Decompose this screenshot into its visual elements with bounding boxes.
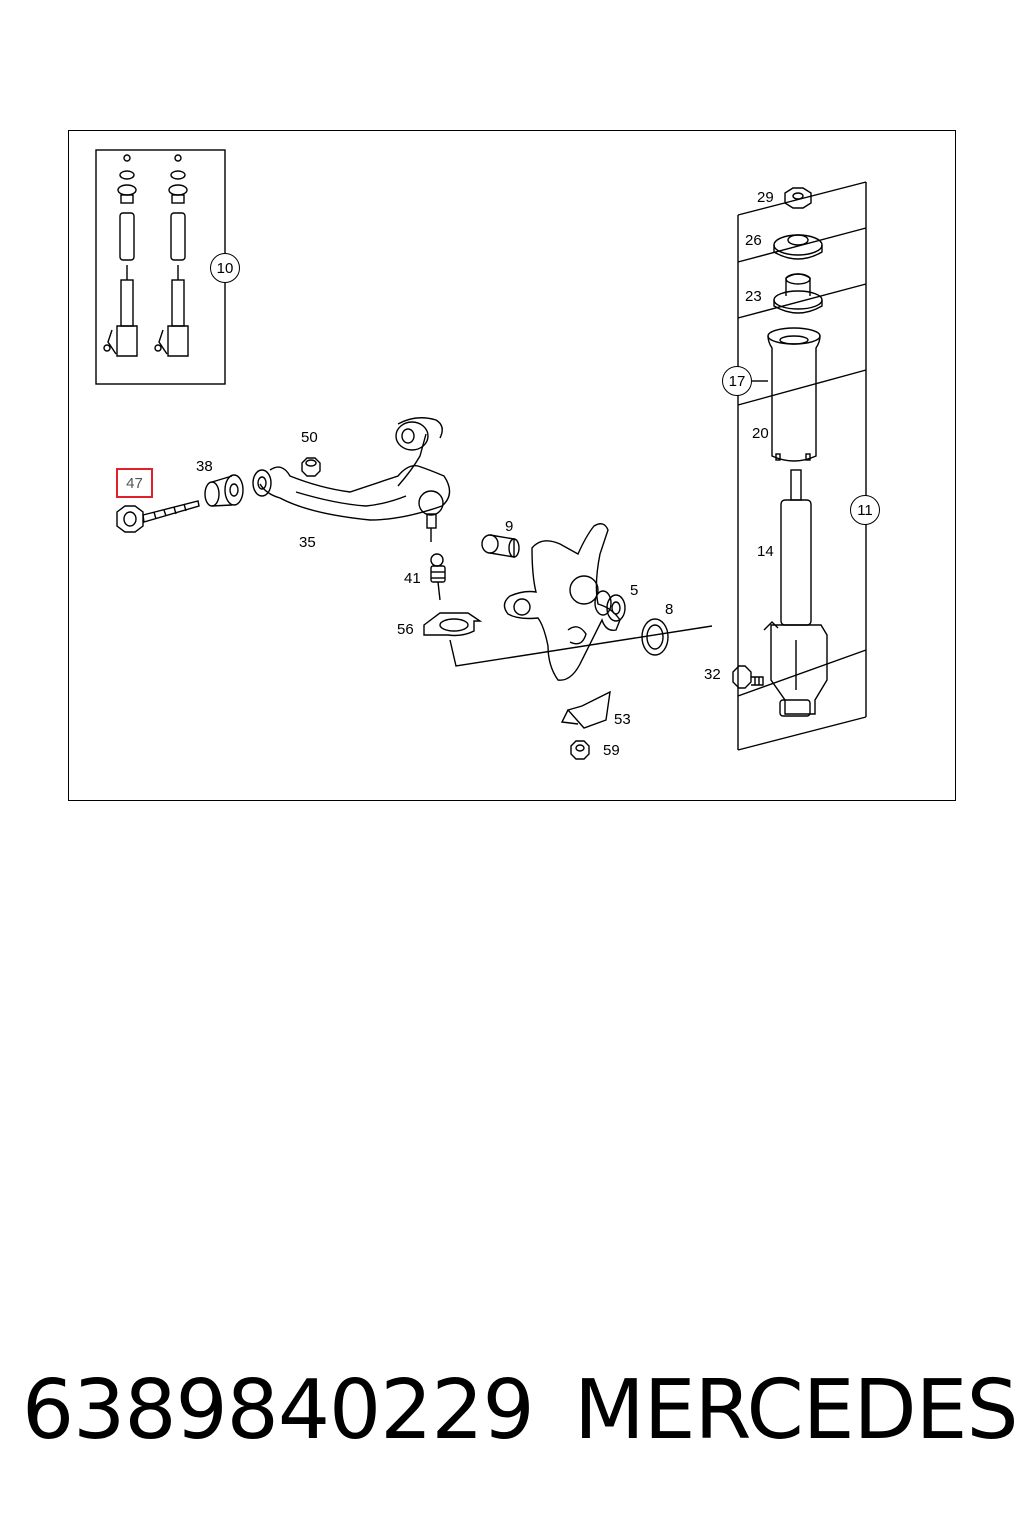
- bolt-32: [732, 665, 764, 689]
- callout-59: 59: [603, 742, 620, 759]
- shock-absorber-14: [763, 469, 828, 717]
- part-number: 6389840229: [22, 1363, 535, 1458]
- diagram-frame: [68, 130, 956, 801]
- callout-32: 32: [704, 666, 721, 683]
- seal-8: [641, 618, 669, 656]
- callout-26: 26: [745, 232, 762, 249]
- bushing-38: [204, 474, 244, 507]
- callout-14: 14: [757, 543, 774, 560]
- callout-38: 38: [196, 458, 213, 475]
- control-arm-35: [252, 417, 451, 542]
- callout-9: 9: [505, 518, 514, 535]
- callout-50: 50: [301, 429, 318, 446]
- nut-29: [784, 187, 812, 209]
- mount-26: [773, 234, 823, 260]
- ball-joint-41: [430, 553, 446, 601]
- shield-56: [423, 612, 713, 667]
- brand-name: MERCEDES: [574, 1363, 1019, 1458]
- knuckle-5: [503, 523, 626, 681]
- callout-11: 11: [850, 495, 880, 525]
- strut-bracket: [737, 181, 867, 751]
- callout-10: 10: [210, 253, 240, 283]
- callout-47: 47: [126, 474, 143, 492]
- dust-boot-20: [767, 327, 821, 462]
- callout-20: 20: [752, 425, 769, 442]
- callout-23: 23: [745, 288, 762, 305]
- bolt-47: [116, 500, 200, 533]
- callout-29: 29: [757, 189, 774, 206]
- callout-8: 8: [665, 601, 674, 618]
- inset-shock-assemblies: [95, 149, 226, 385]
- callout-41: 41: [404, 570, 421, 587]
- callout-53: 53: [614, 711, 631, 728]
- highlighted-part-47: 47: [116, 468, 153, 498]
- callout-5: 5: [630, 582, 639, 599]
- bump-stop-23: [773, 273, 823, 314]
- callout-17: 17: [722, 366, 752, 396]
- callout-56: 56: [397, 621, 414, 638]
- bushing-9: [481, 534, 520, 558]
- nut-59: [570, 740, 590, 760]
- nut-50: [301, 457, 321, 477]
- bracket-53: [560, 690, 611, 729]
- callout-35: 35: [299, 534, 316, 551]
